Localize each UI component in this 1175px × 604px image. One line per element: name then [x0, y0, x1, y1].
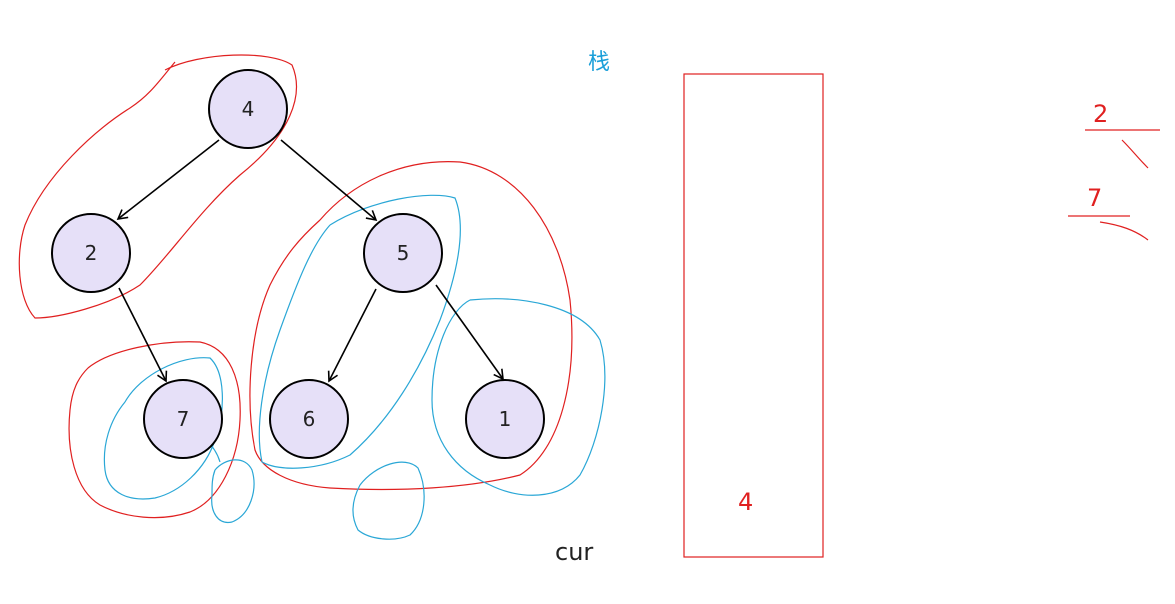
red-loop-node-7 — [68, 341, 241, 519]
tree-node-1-label: 1 — [499, 407, 512, 431]
blue-small-loop-a — [211, 459, 255, 523]
blue-loop-node-5-subtree — [258, 194, 461, 469]
blue-loop-node-7 — [103, 357, 223, 500]
tree-node-1: 1 — [465, 379, 545, 459]
red-output-curl-2 — [1099, 221, 1149, 241]
tree-node-4: 4 — [208, 69, 288, 149]
tree-node-2-label: 2 — [85, 241, 98, 265]
output-value-1: 2 — [1093, 100, 1108, 128]
tree-node-6-label: 6 — [303, 407, 316, 431]
red-loop-right-subtree — [249, 161, 573, 491]
stack-content-value: 4 — [738, 488, 753, 516]
tree-nodes: 4 2 5 7 6 1 — [51, 69, 545, 459]
output-value-2: 7 — [1087, 184, 1102, 212]
cur-label: cur — [555, 538, 593, 566]
tree-node-5-label: 5 — [397, 241, 410, 265]
tree-node-7: 7 — [143, 379, 223, 459]
stack-title: 栈 — [588, 50, 610, 75]
tree-node-4-label: 4 — [242, 97, 255, 121]
blue-loop-node-1 — [431, 298, 606, 496]
edge-4-2 — [116, 139, 220, 221]
tree-edges — [116, 139, 504, 383]
edge-4-5 — [280, 139, 378, 222]
tree-node-6: 6 — [269, 379, 349, 459]
edge-5-1 — [435, 284, 504, 381]
edge-2-7 — [118, 287, 168, 383]
red-annotations — [18, 54, 1160, 558]
tree-node-2: 2 — [51, 213, 131, 293]
blue-annotations — [103, 194, 606, 540]
blue-small-loop-b — [352, 461, 425, 540]
stack-box — [683, 73, 824, 558]
red-output-curl-1 — [1121, 139, 1149, 169]
tree-node-5: 5 — [363, 213, 443, 293]
edge-5-6 — [327, 288, 377, 383]
tree-node-7-label: 7 — [177, 407, 190, 431]
red-loop-left-subtree — [18, 54, 297, 319]
